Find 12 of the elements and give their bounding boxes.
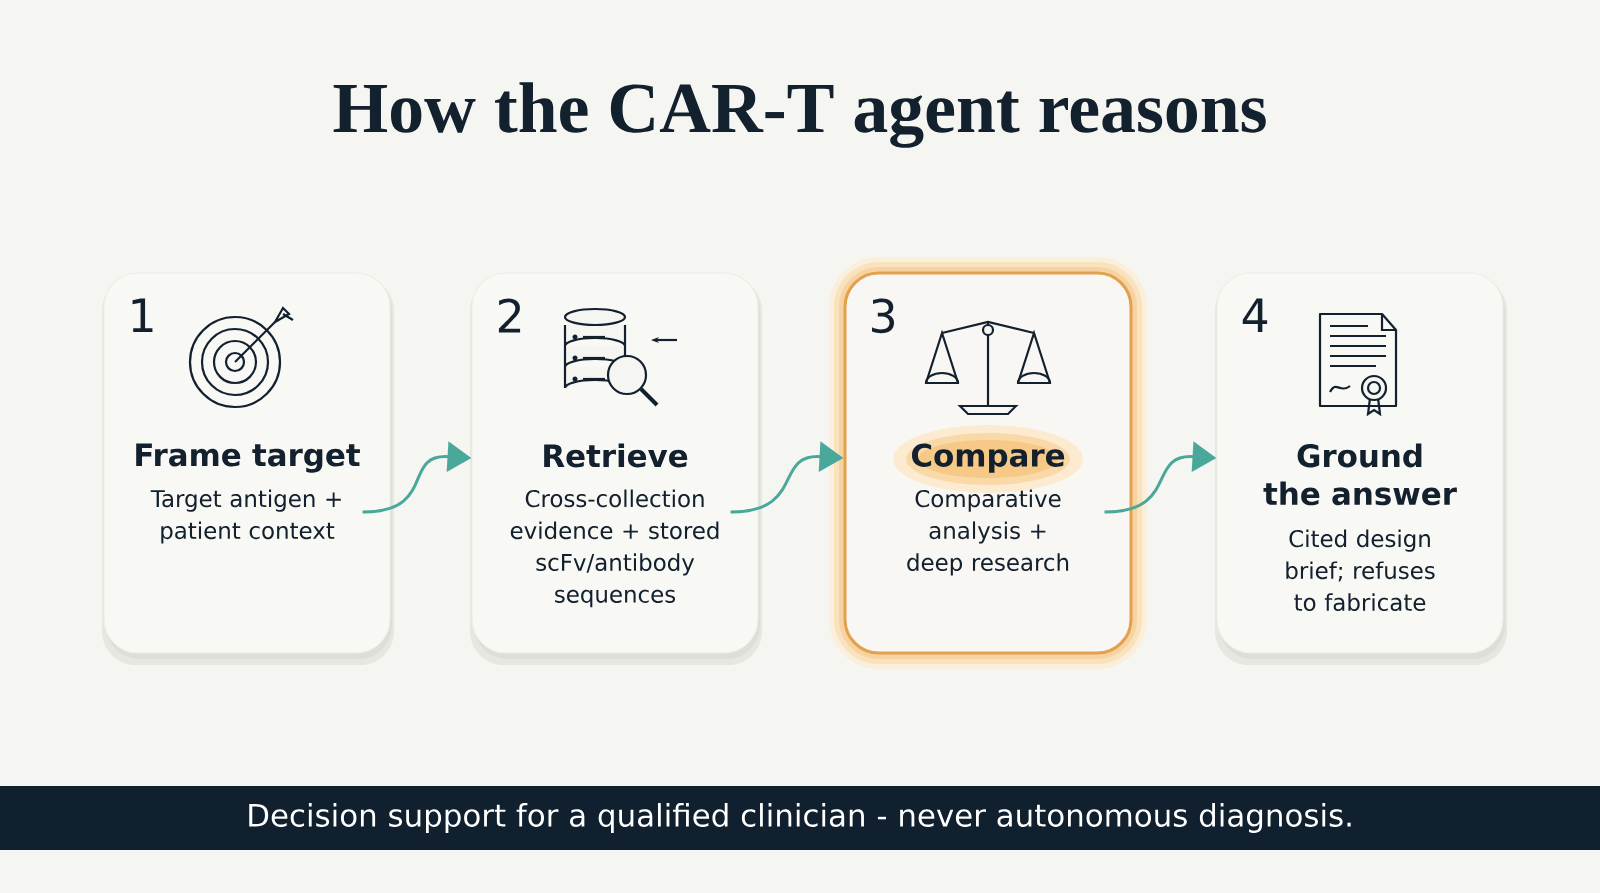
step-number: 3 (872, 298, 894, 334)
step-heading: Retrieve (544, 443, 688, 468)
step-description: Target antigen + patient context (150, 489, 341, 544)
step-number: 4 (1242, 298, 1268, 332)
step-description: Cited design brief; refuses to fabricate (1286, 529, 1435, 612)
footer-banner: Decision support for a qualified clinician - never autonomous diagnosis. (0, 786, 1600, 850)
title: How the CAR-T agent reasons (333, 82, 1266, 148)
step-heading: Frame target (136, 443, 360, 473)
step-description: Cross-collection evidence + stored scFv/antibody sequences (510, 489, 719, 608)
step-heading: Ground the answer (1263, 443, 1457, 506)
step-number: 2 (498, 298, 521, 333)
step-number: 1 (132, 298, 153, 332)
